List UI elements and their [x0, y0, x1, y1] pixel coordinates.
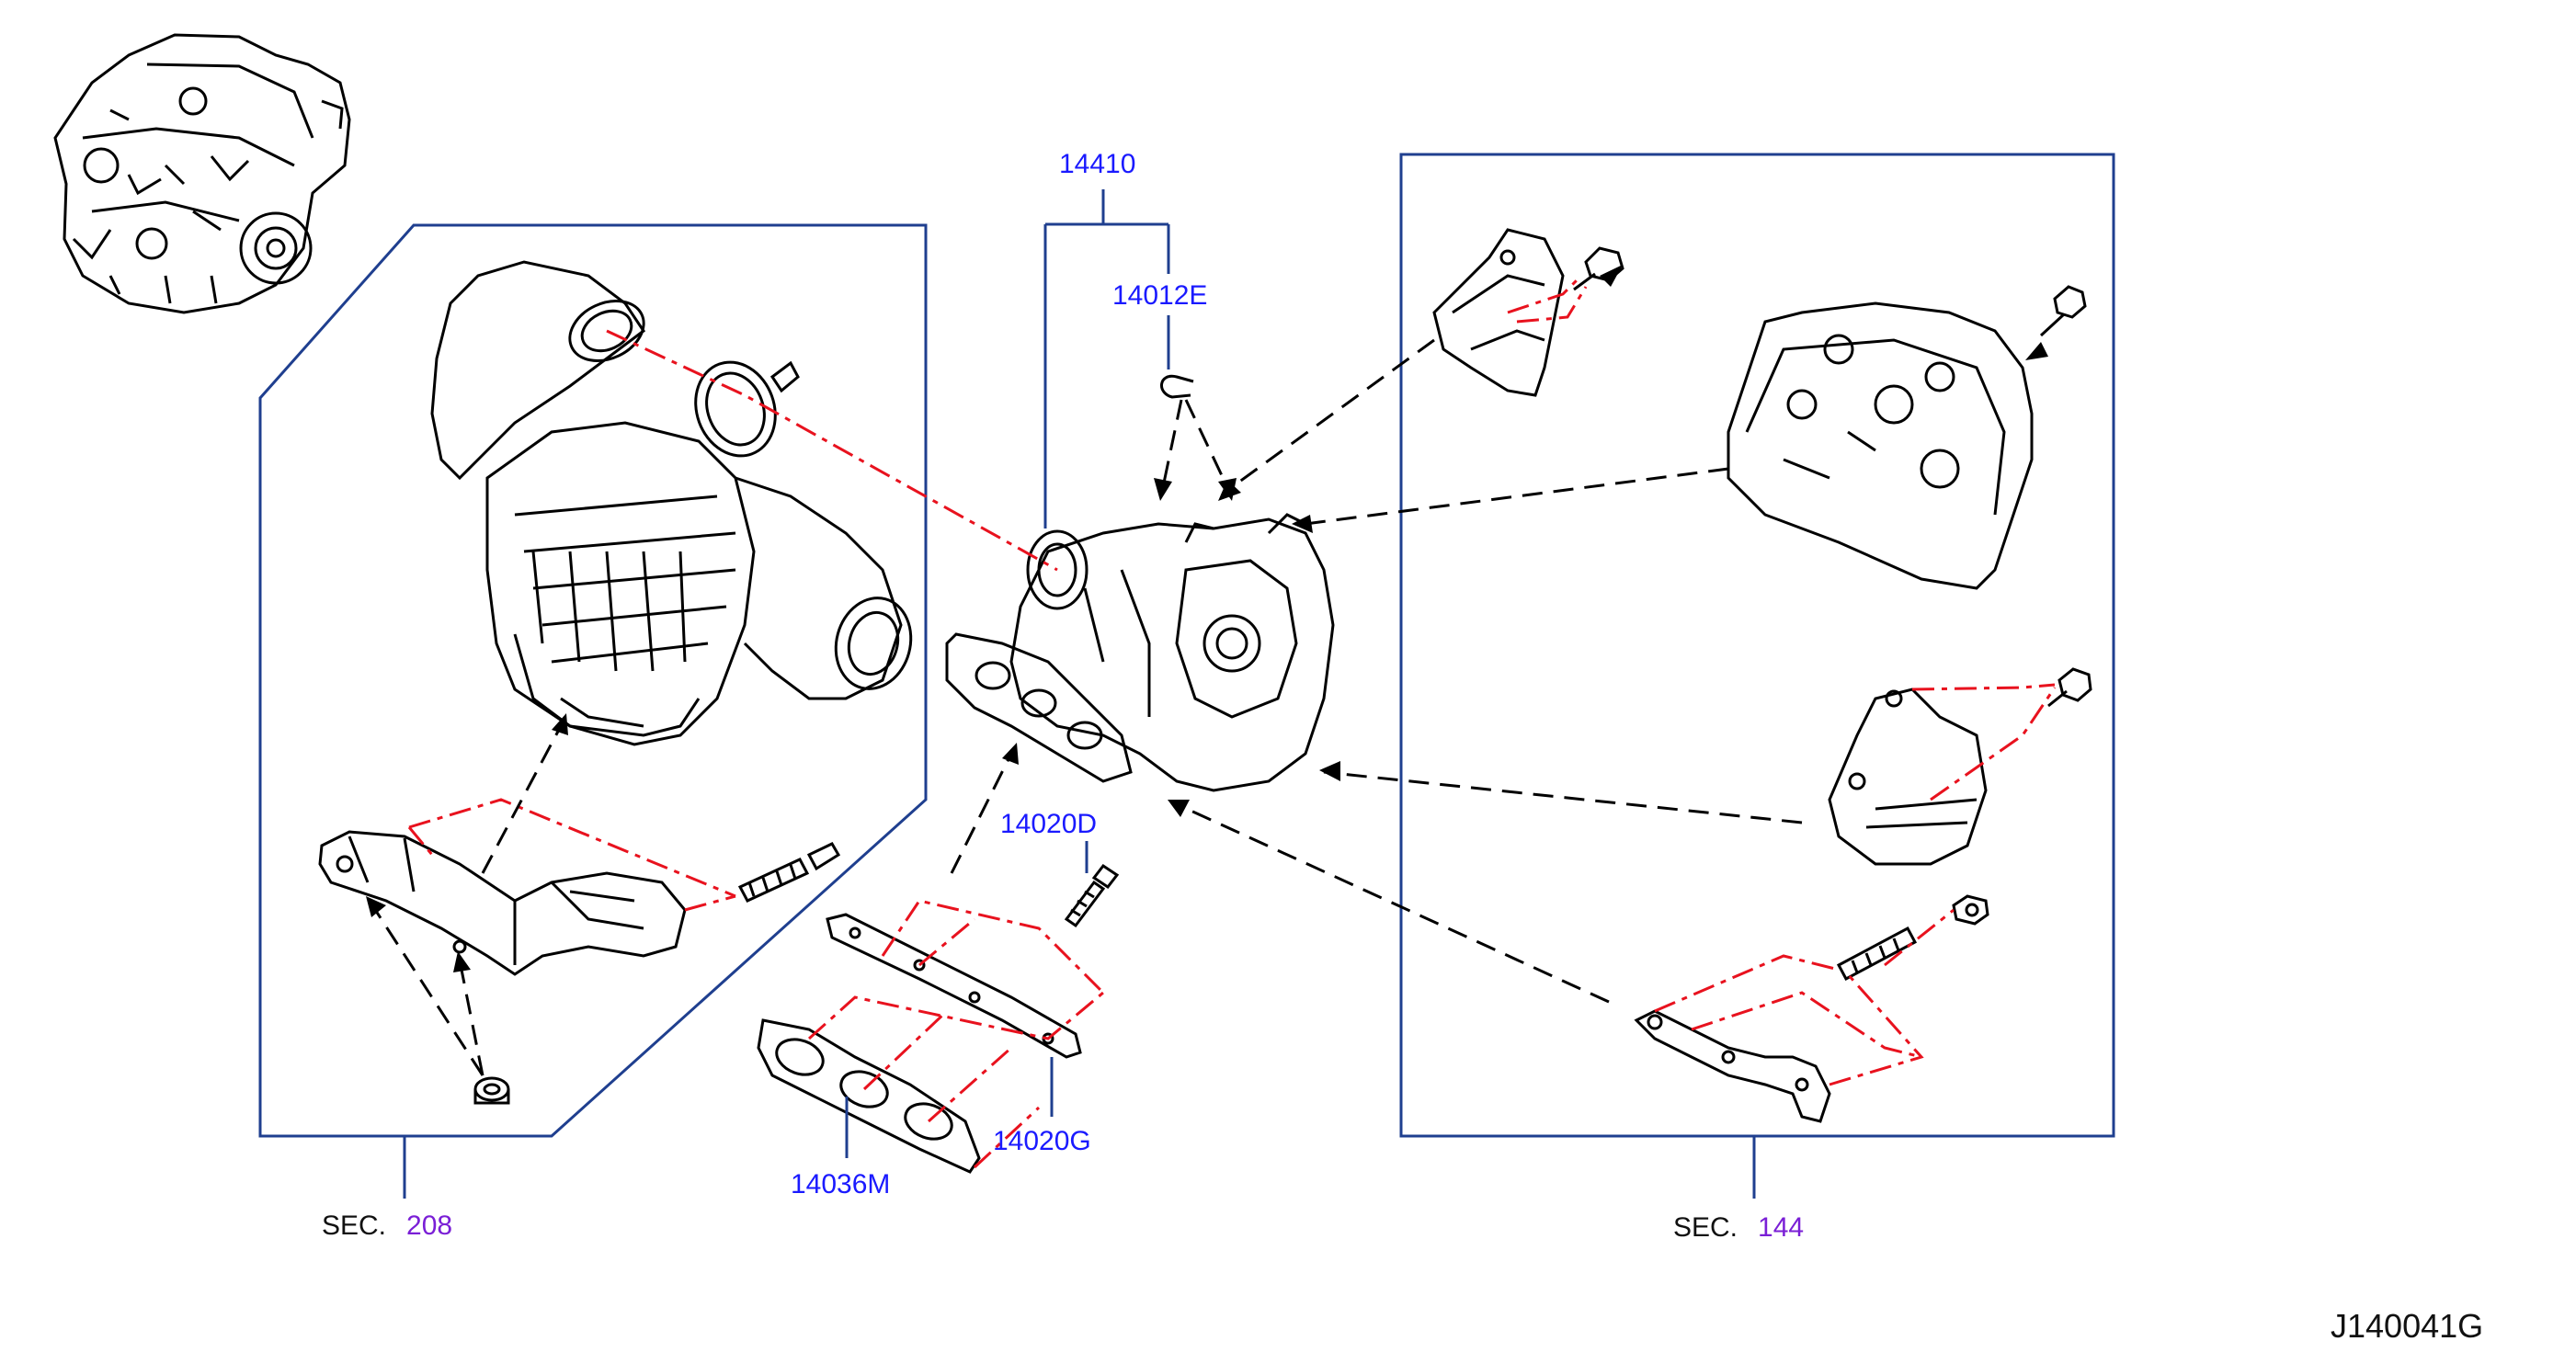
oil-pipe-nut [1952, 894, 1989, 926]
section-number-208[interactable]: 208 [406, 1211, 453, 1241]
section-ref-208[interactable]: SEC. 208 [322, 1212, 452, 1240]
section-prefix: SEC. [322, 1211, 387, 1241]
wastegate-actuator [1828, 688, 1988, 866]
turbo-heat-shield [1727, 301, 2034, 590]
label-14012E[interactable]: 14012E [1112, 280, 1208, 311]
callout-leaders [845, 189, 1170, 1158]
oil-pipe-bracket [1634, 1009, 1831, 1123]
heat-shield-bolt-right [2039, 285, 2087, 337]
assembly-arrows [370, 338, 1803, 1076]
manifold-gasket [757, 1018, 981, 1174]
oil-pipe-stud [1836, 926, 1918, 982]
upper-heat-shield [1432, 228, 1565, 397]
catalytic-converter [430, 260, 913, 746]
actuator-bolt [2047, 667, 2092, 708]
stud-bolt-14020D [1064, 863, 1120, 928]
section-prefix: SEC. [1673, 1212, 1738, 1243]
section-ref-144[interactable]: SEC. 144 [1673, 1214, 1804, 1242]
label-14020D[interactable]: 14020D [1000, 809, 1098, 839]
engine-thumbnail [53, 33, 351, 314]
arrowheads [366, 265, 2048, 972]
label-14036M[interactable]: 14036M [791, 1169, 891, 1199]
section-number-144[interactable]: 144 [1758, 1212, 1805, 1243]
heat-shield-bolt-upper [1573, 246, 1624, 291]
left-section-frame [258, 223, 928, 1199]
right-section-frame [1399, 153, 2115, 1199]
label-14020G[interactable]: 14020G [993, 1126, 1091, 1156]
drawing-code: J140041G [2331, 1307, 2484, 1345]
converter-bracket [318, 830, 687, 976]
red-alignment-lines [407, 274, 2057, 1169]
label-14410[interactable]: 14410 [1059, 149, 1136, 179]
bracket-nut [473, 1076, 510, 1105]
clip-14012E [1160, 374, 1194, 399]
turbo-manifold-assembly [945, 513, 1335, 792]
bracket-stud [737, 842, 841, 903]
clamp-ring [694, 360, 800, 458]
